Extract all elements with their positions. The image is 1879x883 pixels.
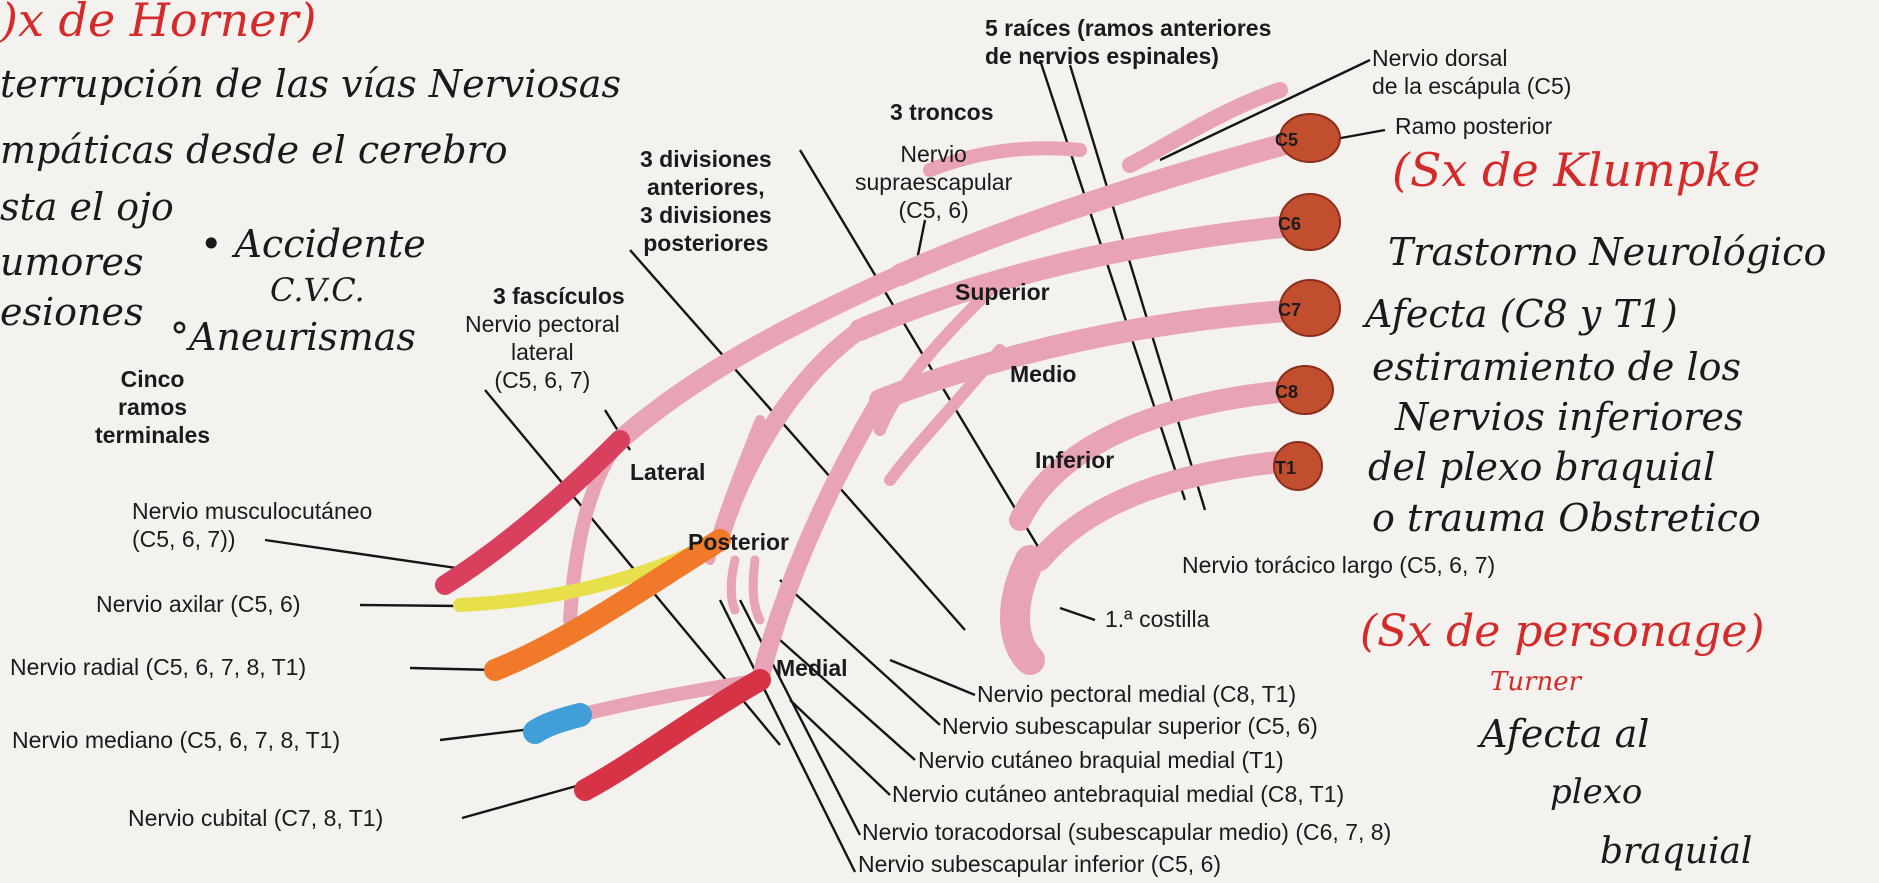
label-medial-brachial-cutaneous: Nervio cutáneo braquial medial (T1) (918, 746, 1284, 774)
note-right-line1: Trastorno Neurológico (1388, 230, 1826, 274)
label-divisions: 3 divisiones anteriores, 3 divisiones po… (640, 145, 772, 257)
root-label-c7: C7 (1278, 296, 1301, 324)
label-first-rib: 1.ª costilla (1105, 605, 1209, 633)
leader-axillary (360, 605, 460, 606)
root-label-c6: C6 (1278, 210, 1301, 238)
label-thoracodorsal: Nervio toracodorsal (subescapular medio)… (862, 818, 1391, 846)
note-right-line9: braquial (1600, 830, 1752, 874)
label-medial-pectoral: Nervio pectoral medial (C8, T1) (977, 680, 1296, 708)
note-left-line5: esiones (0, 290, 143, 334)
note-right-line3: estiramiento de los (1372, 345, 1741, 389)
label-posterior-ramus: Ramo posterior (1395, 112, 1552, 140)
label-ulnar: Nervio cubital (C7, 8, T1) (128, 804, 383, 832)
leader-upper-subscapular (780, 580, 940, 725)
label-median: Nervio mediano (C5, 6, 7, 8, T1) (12, 726, 340, 754)
note-right-line2: Afecta (C8 y T1) (1365, 292, 1678, 336)
label-cord-medial: Medial (776, 654, 848, 682)
label-lower-subscapular: Nervio subescapular inferior (C5, 6) (858, 850, 1221, 878)
first-rib (1015, 560, 1030, 660)
label-dorsal-scapular: Nervio dorsal de la escápula (C5) (1372, 44, 1571, 100)
label-upper-subscapular: Nervio subescapular superior (C5, 6) (942, 712, 1318, 740)
label-cord-posterior: Posterior (688, 528, 789, 556)
label-musculocutaneous: Nervio musculocutáneo (C5, 6, 7)) (132, 497, 372, 553)
label-suprascapular: Nervio supraescapular (C5, 6) (855, 140, 1012, 224)
note-left-line4: umores (0, 240, 144, 284)
note-right-line5: del plexo braquial (1368, 445, 1715, 489)
note-left-bullet1b: C.V.C. (270, 268, 365, 312)
branch-median (535, 715, 580, 732)
leader-medial-antebrachial (790, 700, 890, 795)
label-terminal-branches: Cinco ramos terminales (95, 365, 210, 449)
root-label-c8: C8 (1275, 378, 1298, 406)
label-radial: Nervio radial (C5, 6, 7, 8, T1) (10, 653, 306, 681)
note-right-line4: Nervios inferiores (1395, 395, 1744, 439)
note-horner-title: )x de Horner) (0, 0, 316, 42)
label-cords: 3 fascículos (493, 282, 625, 310)
label-long-thoracic: Nervio torácico largo (C5, 6, 7) (1182, 551, 1495, 579)
leader-lower-subscapular (720, 600, 855, 872)
note-left-bullet2: °Aneurismas (170, 315, 416, 359)
note-turner-title: (Sx de personage) (1360, 610, 1765, 654)
note-left-line2: mpáticas desde el cerebro (0, 128, 508, 172)
label-trunk-superior: Superior (955, 278, 1050, 306)
root-label-c5: C5 (1275, 126, 1298, 154)
leader-first-rib (1060, 608, 1095, 620)
nerve-subscapular-a (731, 560, 735, 610)
note-turner-subtitle: Turner (1490, 660, 1581, 704)
nerve-subscapular-b (753, 560, 760, 620)
trunk-inferior-b (1040, 460, 1300, 560)
note-right-line8: plexo (1550, 770, 1642, 814)
leader-ulnar (462, 785, 580, 818)
label-roots: 5 raíces (ramos anteriores de nervios es… (985, 14, 1271, 70)
note-left-line1: terrupción de las vías Nerviosas (0, 62, 621, 106)
label-trunks: 3 troncos (890, 98, 994, 126)
terminal-branches (445, 440, 760, 790)
note-klumpke-title: (Sx de Klumpke (1392, 148, 1760, 192)
label-lateral-pectoral: Nervio pectoral lateral (C5, 6, 7) (465, 310, 620, 394)
root-label-t1: T1 (1275, 454, 1296, 482)
leader-radial (410, 668, 495, 670)
note-right-line6: o trauma Obstretico (1372, 496, 1761, 540)
label-axillary: Nervio axilar (C5, 6) (96, 590, 301, 618)
label-cord-lateral: Lateral (630, 458, 705, 486)
note-left-bullet1: • Accidente (200, 222, 426, 266)
label-trunk-inferior: Inferior (1035, 446, 1114, 474)
note-right-line7: Afecta al (1480, 712, 1649, 756)
note-left-line3: sta el ojo (0, 185, 174, 229)
label-trunk-middle: Medio (1010, 360, 1076, 388)
label-medial-antebrachial-cutaneous: Nervio cutáneo antebraquial medial (C8, … (892, 780, 1344, 808)
